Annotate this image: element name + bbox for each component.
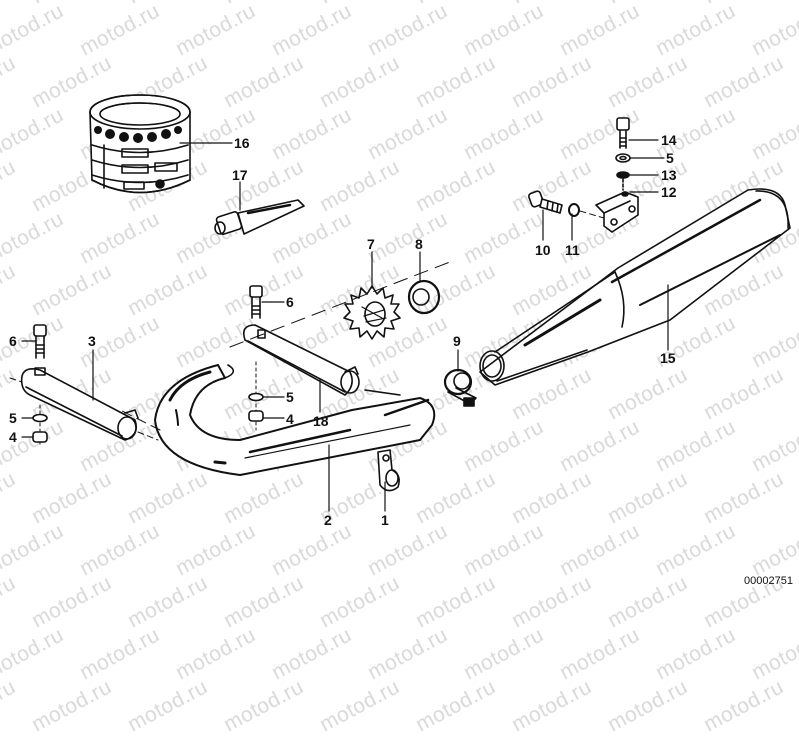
- bracket-illustration: [595, 191, 639, 233]
- upper-tube-illustration: [229, 259, 456, 396]
- callout-17: 17: [232, 167, 248, 183]
- toothed-ring-illustration: [343, 285, 401, 340]
- callout-2: 2: [324, 512, 332, 528]
- pipe-clamp-illustration: [443, 368, 477, 407]
- left-tube-illustration: [9, 367, 159, 441]
- paste-can-illustration: [89, 94, 191, 194]
- callout-13: 13: [661, 167, 677, 183]
- clamp-bracket-illustration: [377, 449, 400, 492]
- muffler-illustration: [479, 188, 791, 386]
- callout-8: 8: [415, 236, 423, 252]
- callout-7: 7: [367, 236, 375, 252]
- watermark-text: motod.ru: [172, 623, 260, 685]
- callout-15: 15: [660, 350, 676, 366]
- watermark-text: motod.ru: [316, 675, 404, 737]
- watermark-text: motod.ru: [0, 675, 20, 737]
- callout-3: 3: [88, 333, 96, 349]
- watermark-text: motod.ru: [412, 675, 500, 737]
- callout-11: 11: [565, 242, 580, 258]
- callout-4-left: 4: [9, 429, 17, 445]
- washer-nut-upper: [248, 361, 264, 431]
- callout-5-upper: 5: [286, 389, 294, 405]
- watermark-text: motod.ru: [364, 623, 452, 685]
- watermark-text: motod.ru: [652, 623, 740, 685]
- watermark-text: motod.ru: [76, 623, 164, 685]
- bolt-6-left: [33, 324, 47, 359]
- leader-lines: [21, 139, 669, 512]
- callout-16: 16: [234, 135, 250, 151]
- watermark-text: motod.ru: [220, 675, 308, 737]
- watermark-text: motod.ru: [748, 623, 799, 685]
- watermark-text: motod.ru: [28, 675, 116, 737]
- watermark-text: motod.ru: [700, 675, 788, 737]
- document-id: 00002751: [744, 575, 793, 587]
- callout-6-upper: 6: [286, 294, 294, 310]
- watermark-text: motod.ru: [508, 675, 596, 737]
- watermark-text: motod.ru: [268, 623, 356, 685]
- callout-14: 14: [661, 132, 677, 148]
- watermark-text: motod.ru: [0, 623, 68, 685]
- sealing-ring-illustration: [407, 279, 441, 315]
- bracket-bolt-stack: [615, 117, 631, 191]
- watermark-text: motod.ru: [556, 623, 644, 685]
- watermark-text: motod.ru: [124, 675, 212, 737]
- crossover-pipe-illustration: [119, 364, 436, 476]
- callout-1: 1: [381, 512, 389, 528]
- callout-18: 18: [313, 413, 329, 429]
- parts-drawing: [9, 94, 791, 512]
- callout-9: 9: [453, 333, 461, 349]
- callout-5-left: 5: [9, 410, 17, 426]
- callout-6-left: 6: [9, 333, 17, 349]
- watermark-text: motod.ru: [604, 675, 692, 737]
- side-bolt-stack: [528, 190, 605, 219]
- callout-4-upper: 4: [286, 411, 294, 427]
- washer-nut-left: [32, 404, 48, 446]
- paste-tube-illustration: [214, 199, 305, 235]
- callout-10: 10: [535, 242, 551, 258]
- callout-5-right: 5: [666, 150, 674, 166]
- watermark-text: motod.ru: [460, 623, 548, 685]
- bolt-6-upper: [249, 285, 263, 319]
- callout-12: 12: [661, 184, 677, 200]
